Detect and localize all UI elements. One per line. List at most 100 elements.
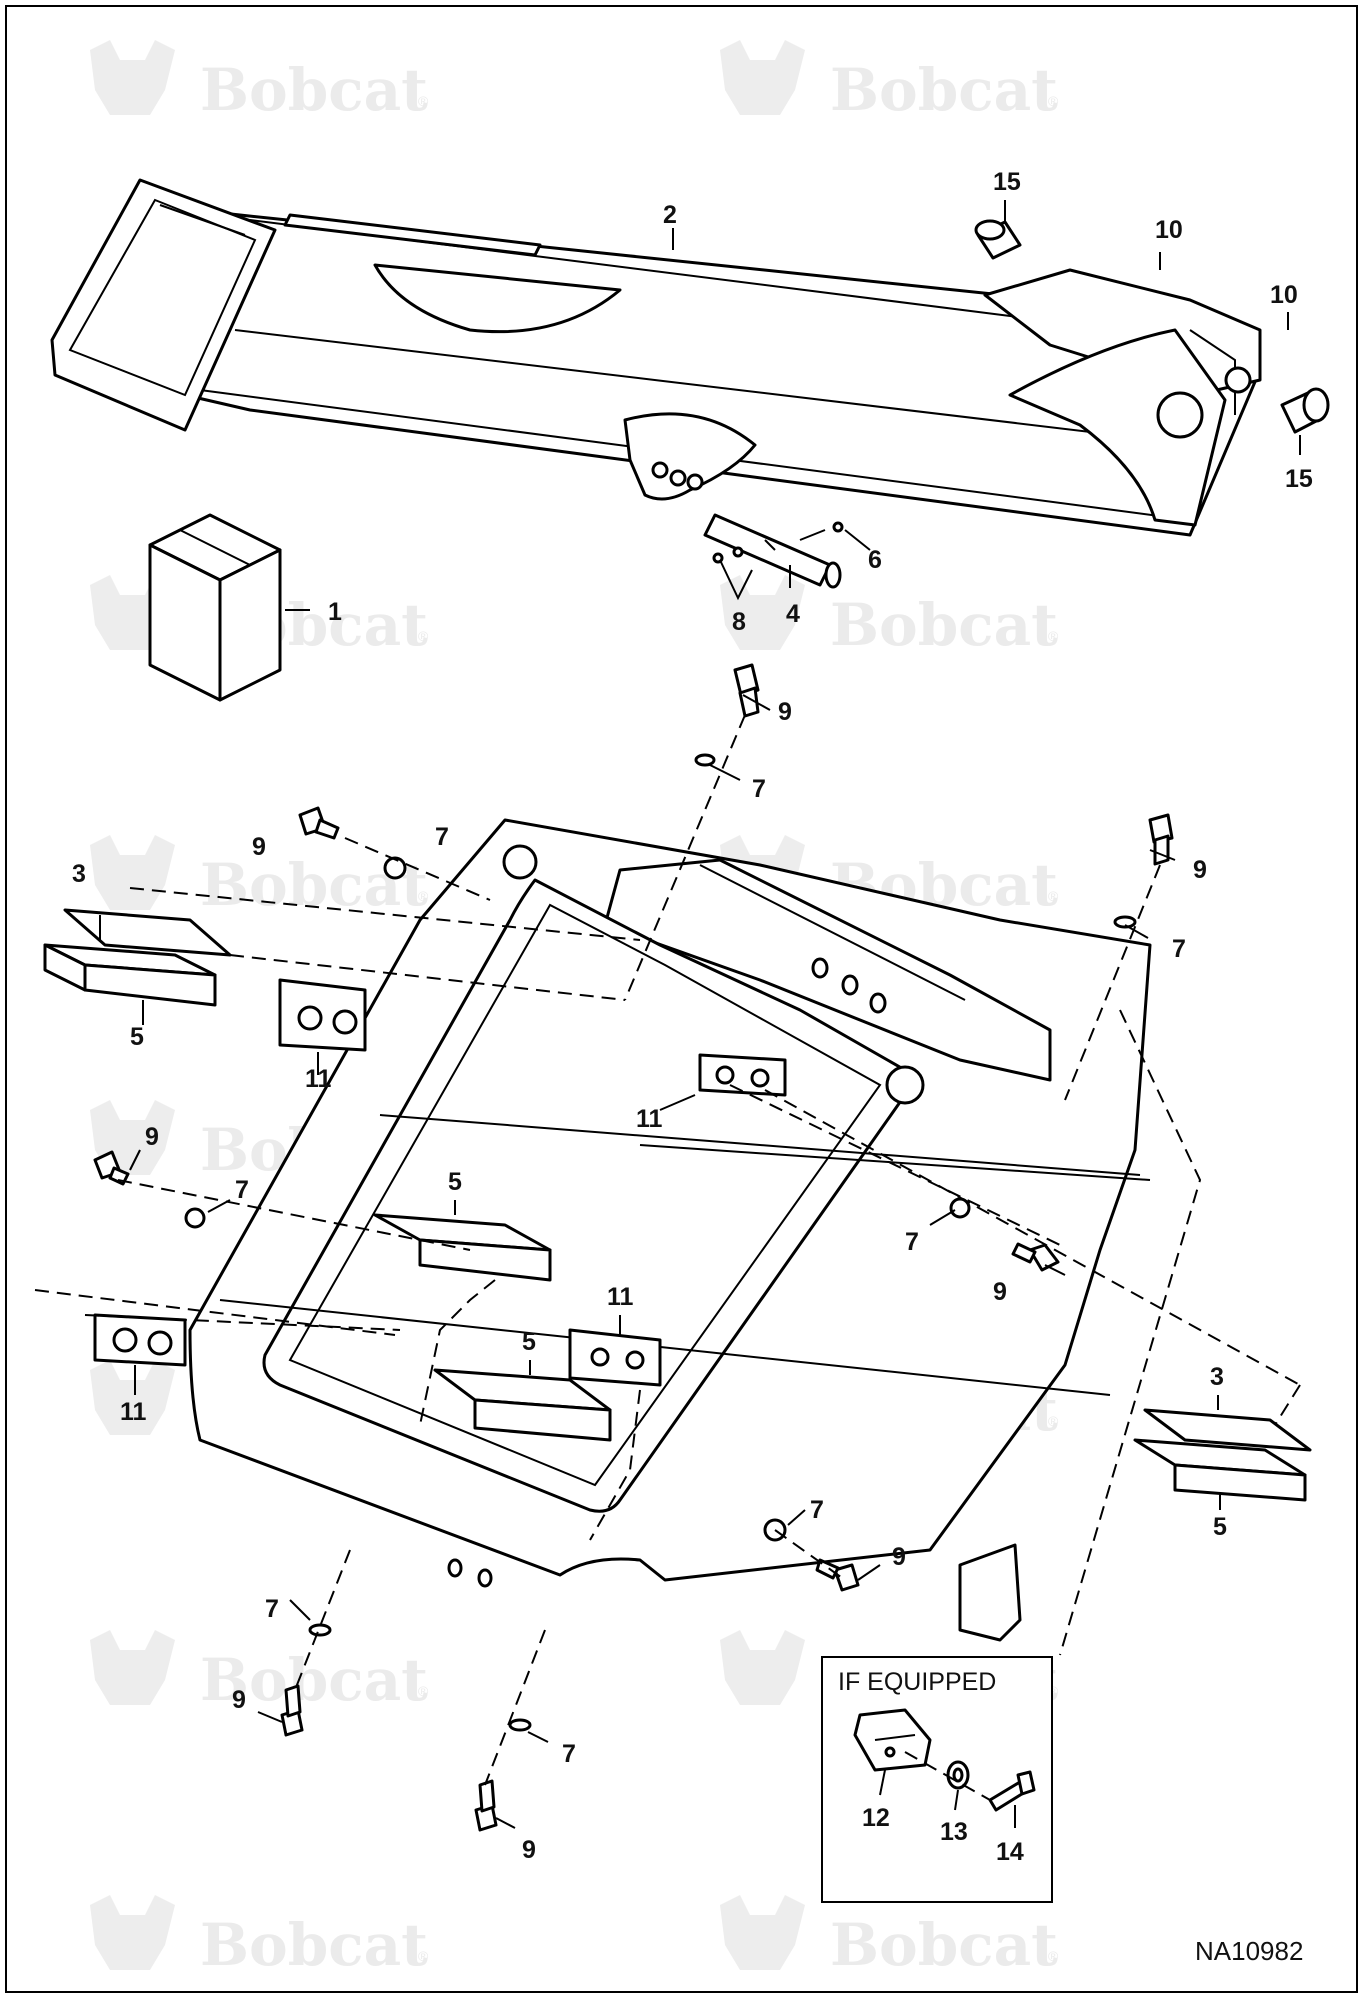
bobcat-logo-icon <box>90 1360 175 1435</box>
callout-9: 9 <box>892 1543 906 1571</box>
washer-bottom <box>508 1718 532 1732</box>
watermark-reg-mark: ® <box>1048 628 1059 644</box>
corner-block <box>958 1543 1022 1642</box>
wear-pad-right <box>1133 1438 1307 1502</box>
callout-9: 9 <box>252 833 266 861</box>
beam-top-strip <box>283 213 542 257</box>
bobcat-logo-icon <box>720 1630 805 1705</box>
bolt-right-top <box>1148 813 1174 866</box>
watermark-reg-mark: ® <box>1048 1683 1059 1699</box>
watermark-text: Bobcat <box>200 56 428 124</box>
callout-1: 1 <box>328 598 342 626</box>
callout-5: 5 <box>448 1168 462 1196</box>
beam-center-plate <box>373 263 622 334</box>
washer-right-top <box>1113 915 1137 929</box>
callout-7: 7 <box>905 1228 919 1256</box>
callout-11: 11 <box>305 1065 332 1093</box>
callout-6: 6 <box>868 546 882 574</box>
callout-labels: 15 2 10 10 15 6 1 8 4 9 7 9 7 3 9 7 5 11… <box>72 168 1313 1866</box>
wear-pad-upper-left <box>43 943 217 1007</box>
bobcat-watermark: Bobcat® <box>720 1895 1059 1979</box>
callout-7: 7 <box>235 1176 249 1204</box>
callout-8: 8 <box>732 608 746 636</box>
nut-plate-left <box>93 1313 187 1367</box>
callout-9: 9 <box>1193 856 1207 884</box>
bolt-bottom-left <box>280 1684 304 1737</box>
callout-11: 11 <box>607 1283 634 1311</box>
bobcat-logo-icon <box>90 835 175 910</box>
callout-9: 9 <box>778 698 792 726</box>
callout-9: 9 <box>993 1278 1007 1306</box>
callout-3: 3 <box>72 860 86 888</box>
washer-right-center <box>949 1197 971 1219</box>
inset-title: IF EQUIPPED <box>838 1668 996 1696</box>
callout-7: 7 <box>562 1740 576 1768</box>
washer-upper-left <box>383 856 407 880</box>
callout-12: 12 <box>862 1804 890 1832</box>
watermark-reg-mark: ® <box>1048 1413 1059 1429</box>
callout-5: 5 <box>1213 1513 1227 1541</box>
assembly-lines <box>34 714 1301 1786</box>
callout-15: 15 <box>1285 465 1313 493</box>
nut-plate-center-lower <box>568 1328 662 1387</box>
callout-7: 7 <box>752 775 766 803</box>
callout-14: 14 <box>996 1838 1024 1866</box>
callout-7: 7 <box>810 1496 824 1524</box>
watermark-text: Bobcat <box>830 1911 1058 1979</box>
callout-9: 9 <box>145 1123 159 1151</box>
bobcat-watermark: Bobcat® <box>720 575 1059 659</box>
callout-4: 4 <box>786 600 800 628</box>
nut-plate-center <box>698 1053 787 1097</box>
watermark-reg-mark: ® <box>1048 888 1059 904</box>
callout-7: 7 <box>1172 935 1186 963</box>
watermark-text: Bobcat <box>830 56 1058 124</box>
watermark-text: Bobcat <box>200 1646 428 1714</box>
watermark-reg-mark: ® <box>418 93 429 109</box>
if-equipped-inset: IF EQUIPPED <box>821 1656 1053 1903</box>
watermark-reg-mark: ® <box>418 628 429 644</box>
frame-assembly <box>188 818 1152 1642</box>
callout-10: 10 <box>1155 216 1183 244</box>
callout-13: 13 <box>940 1818 968 1846</box>
watermark-text: Bobcat <box>200 1911 428 1979</box>
bushing-right <box>1280 387 1330 434</box>
bobcat-watermark: Bobcat® <box>720 40 1059 124</box>
bobcat-logo-icon <box>90 40 175 115</box>
bobcat-logo-icon <box>720 40 805 115</box>
wear-pad-center-top <box>373 1213 552 1282</box>
callout-5: 5 <box>522 1328 536 1356</box>
callout-7: 7 <box>435 823 449 851</box>
callout-3: 3 <box>1210 1363 1224 1391</box>
callout-9: 9 <box>522 1836 536 1864</box>
beam-right-gusset <box>1008 328 1227 527</box>
bobcat-logo-icon <box>720 575 805 650</box>
bobcat-watermark: Bobcat® <box>90 1630 429 1714</box>
bolt-right-center <box>1011 1242 1060 1272</box>
bobcat-logo-icon <box>90 1895 175 1970</box>
bolt-bottom <box>474 1779 498 1832</box>
pivot-pin-assembly <box>703 513 844 589</box>
inset-frame <box>821 1656 1053 1903</box>
bolt-top-center <box>733 663 760 718</box>
watermark-reg-mark: ® <box>418 888 429 904</box>
callout-11: 11 <box>120 1398 147 1426</box>
bolt-left <box>93 1150 130 1186</box>
drawing-number: NA10982 <box>1195 1936 1303 1966</box>
watermark-text: Bobcat <box>830 591 1058 659</box>
bobcat-watermark: Bobcat® <box>90 1895 429 1979</box>
watermark-reg-mark: ® <box>1048 1948 1059 1964</box>
bolt-upper-left <box>298 806 340 840</box>
bolt-bottom-center <box>815 1558 860 1592</box>
beam-left-plate <box>50 178 277 432</box>
callout-9: 9 <box>232 1686 246 1714</box>
bobcat-logo-icon <box>90 1630 175 1705</box>
watermark-reg-mark: ® <box>418 1948 429 1964</box>
washer-bottom-left <box>308 1623 332 1637</box>
callout-5: 5 <box>130 1023 144 1051</box>
inset-washer <box>946 1760 970 1790</box>
wear-pad-center-bottom <box>433 1368 612 1442</box>
bobcat-logo-icon <box>720 1895 805 1970</box>
callout-11: 11 <box>636 1105 663 1133</box>
shim-right <box>1143 1408 1312 1452</box>
